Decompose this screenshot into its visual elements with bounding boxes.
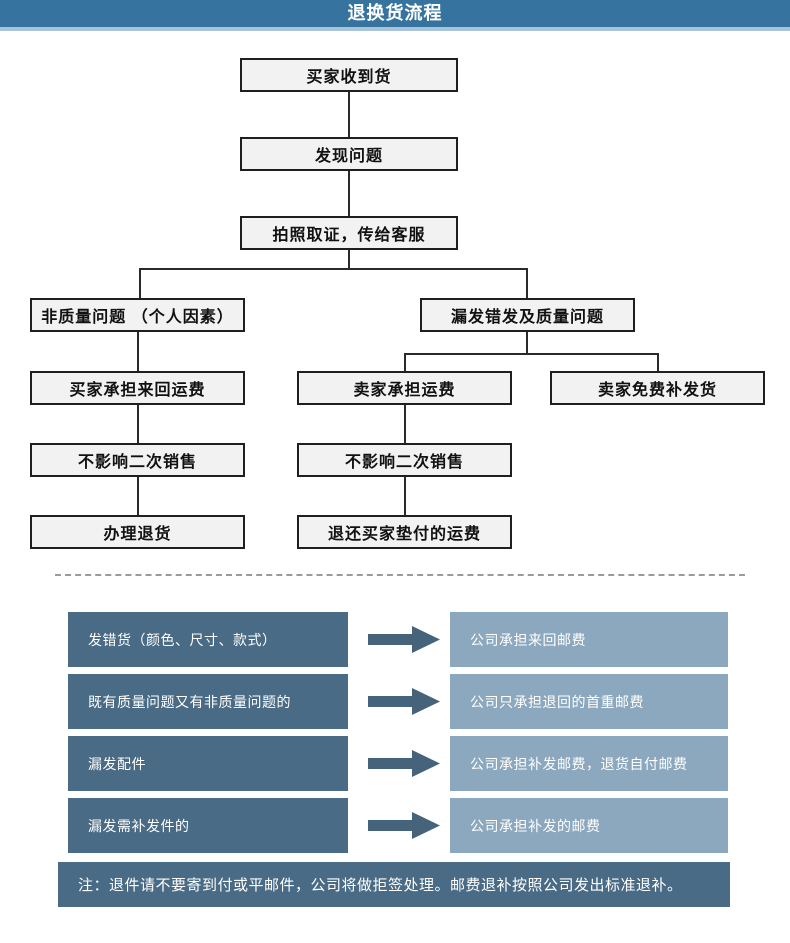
flow-node-label: 买家承担来回运费 [69,382,206,399]
policy-cause: 既有质量问题又有非质量问题的 [68,674,348,729]
connector-n1-n2 [348,92,350,137]
flow-node-found-problem: 发现问题 [240,137,458,171]
policy-result: 公司只承担退回的首重邮费 [450,674,728,729]
arrow-right-icon [368,626,440,653]
policy-row: 既有质量问题又有非质量问题的 公司只承担退回的首重邮费 [0,674,790,729]
connector-n10-n12 [404,477,406,515]
connector-n9-n11 [137,477,139,515]
flow-node-buyer-received: 买家收到货 [240,58,458,92]
policy-cause: 漏发配件 [68,736,348,791]
flow-node-label: 办理退货 [103,526,172,543]
policy-row: 漏发需补发件的 公司承担补发的邮费 [0,798,790,853]
flow-node-non-quality-issue: 非质量问题 （个人因素） [30,298,245,332]
flow-node-label: 发现问题 [314,148,383,165]
connector-n3-split-stem [348,250,350,269]
flow-node-label: 退还买家垫付的运费 [327,526,481,543]
connector-n3-split-bar [139,268,528,270]
connector-split-to-n7 [404,353,406,371]
page-header: 退换货流程 [0,0,790,31]
connector-split-to-n4 [139,268,141,298]
flow-node-label: 拍照取证，传给客服 [272,227,426,244]
flow-node-buyer-pays-shipping: 买家承担来回运费 [30,371,245,405]
arrow-right-icon [368,812,440,839]
section-divider [55,574,745,576]
connector-n7-n10 [404,405,406,443]
policy-note: 注：退件请不要寄到付或平邮件，公司将做拒签处理。邮费退补按照公司发出标准退补。 [58,862,730,907]
connector-split-to-n8 [657,353,659,371]
connector-split-to-n5 [526,268,528,298]
connector-n6-n9 [137,405,139,443]
connector-n5-split-stem [526,332,528,354]
flow-node-process-return: 办理退货 [30,515,245,549]
connector-n4-n6 [137,332,139,371]
connector-n2-n3 [348,171,350,216]
returns-flowchart: 买家收到货 发现问题 拍照取证，传给客服 非质量问题 （个人因素） 漏发错发及质… [0,35,790,560]
flow-node-label: 漏发错发及质量问题 [450,309,604,326]
flow-node-seller-pays-shipping: 卖家承担运费 [297,371,512,405]
flow-node-seller-free-reship: 卖家免费补发货 [550,371,765,405]
flow-node-label: 不影响二次销售 [77,454,197,471]
flow-node-resalable-left: 不影响二次销售 [30,443,245,477]
policy-result: 公司承担来回邮费 [450,612,728,667]
flow-node-quality-issue: 漏发错发及质量问题 [420,298,635,332]
policy-result: 公司承担补发邮费，退货自付邮费 [450,736,728,791]
flow-node-label: 非质量问题 （个人因素） [41,309,234,326]
flow-node-photo-evidence: 拍照取证，传给客服 [240,216,458,250]
policy-cause: 发错货（颜色、尺寸、款式） [68,612,348,667]
flow-node-label: 不影响二次销售 [344,454,464,471]
shipping-policy-matrix: 发错货（颜色、尺寸、款式） 公司承担来回邮费 既有质量问题又有非质量问题的 公司… [0,612,790,902]
flow-node-refund-advanced-shipping: 退还买家垫付的运费 [297,515,512,549]
policy-cause: 漏发需补发件的 [68,798,348,853]
connector-n5-split-bar [404,353,659,355]
flow-node-label: 卖家免费补发货 [597,382,717,399]
policy-row: 漏发配件 公司承担补发邮费，退货自付邮费 [0,736,790,791]
arrow-right-icon [368,750,440,777]
policy-result: 公司承担补发的邮费 [450,798,728,853]
policy-row: 发错货（颜色、尺寸、款式） 公司承担来回邮费 [0,612,790,667]
page-title: 退换货流程 [347,3,443,23]
flow-node-label: 卖家承担运费 [353,382,456,399]
flow-node-resalable-middle: 不影响二次销售 [297,443,512,477]
flow-node-label: 买家收到货 [306,69,392,86]
arrow-right-icon [368,688,440,715]
